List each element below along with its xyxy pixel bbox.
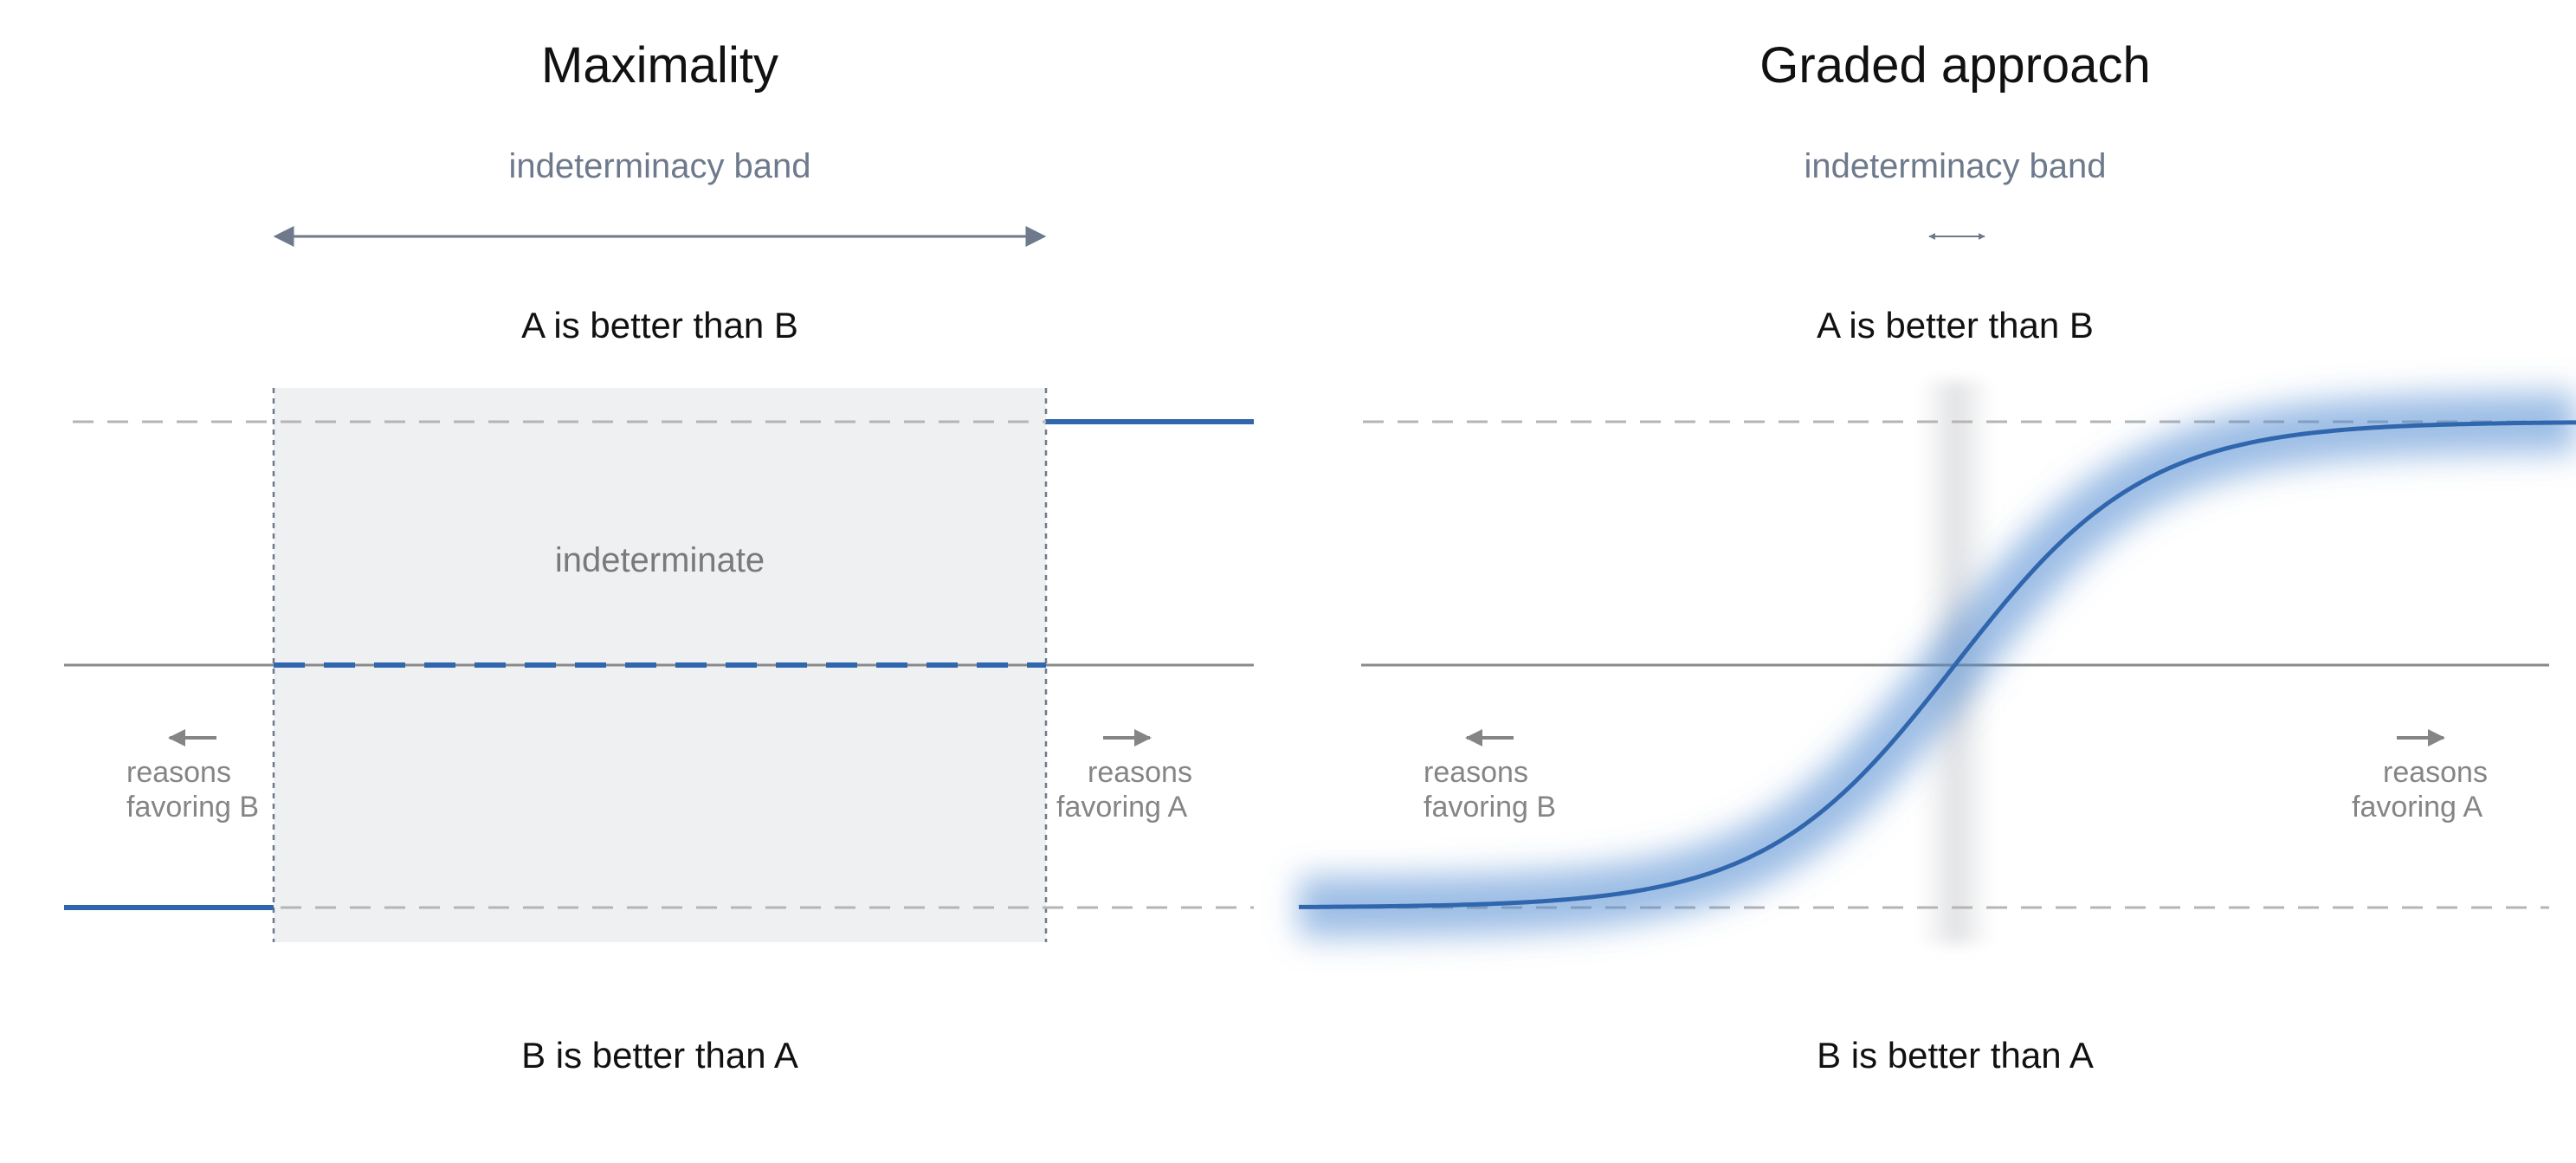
maximality-top-label: A is better than B bbox=[521, 305, 798, 346]
right-reasons-label: reasons favoring A bbox=[1056, 756, 1200, 824]
indeterminate-label: indeterminate bbox=[555, 541, 765, 579]
graded-band-label: indeterminacy band bbox=[1804, 147, 2106, 185]
graded-panel: Graded approach indeterminacy band A is … bbox=[1298, 37, 2576, 1076]
maximality-bottom-label: B is better than A bbox=[521, 1035, 798, 1076]
graded-title: Graded approach bbox=[1759, 37, 2150, 94]
maximality-band-label: indeterminacy band bbox=[508, 147, 810, 185]
maximality-title: Maximality bbox=[541, 37, 778, 94]
graded-top-label: A is better than B bbox=[1817, 305, 2094, 346]
left-reasons-label: reasons favoring B bbox=[126, 756, 259, 824]
sigmoid-curve bbox=[1298, 420, 2576, 909]
graded-bottom-label: B is better than A bbox=[1817, 1035, 2094, 1076]
graded-left-reasons-label: reasons favoring B bbox=[1424, 756, 1556, 824]
maximality-panel: Maximality indeterminacy band A is bette… bbox=[64, 37, 1254, 1076]
graded-right-reasons-label: reasons favoring A bbox=[2352, 756, 2495, 824]
